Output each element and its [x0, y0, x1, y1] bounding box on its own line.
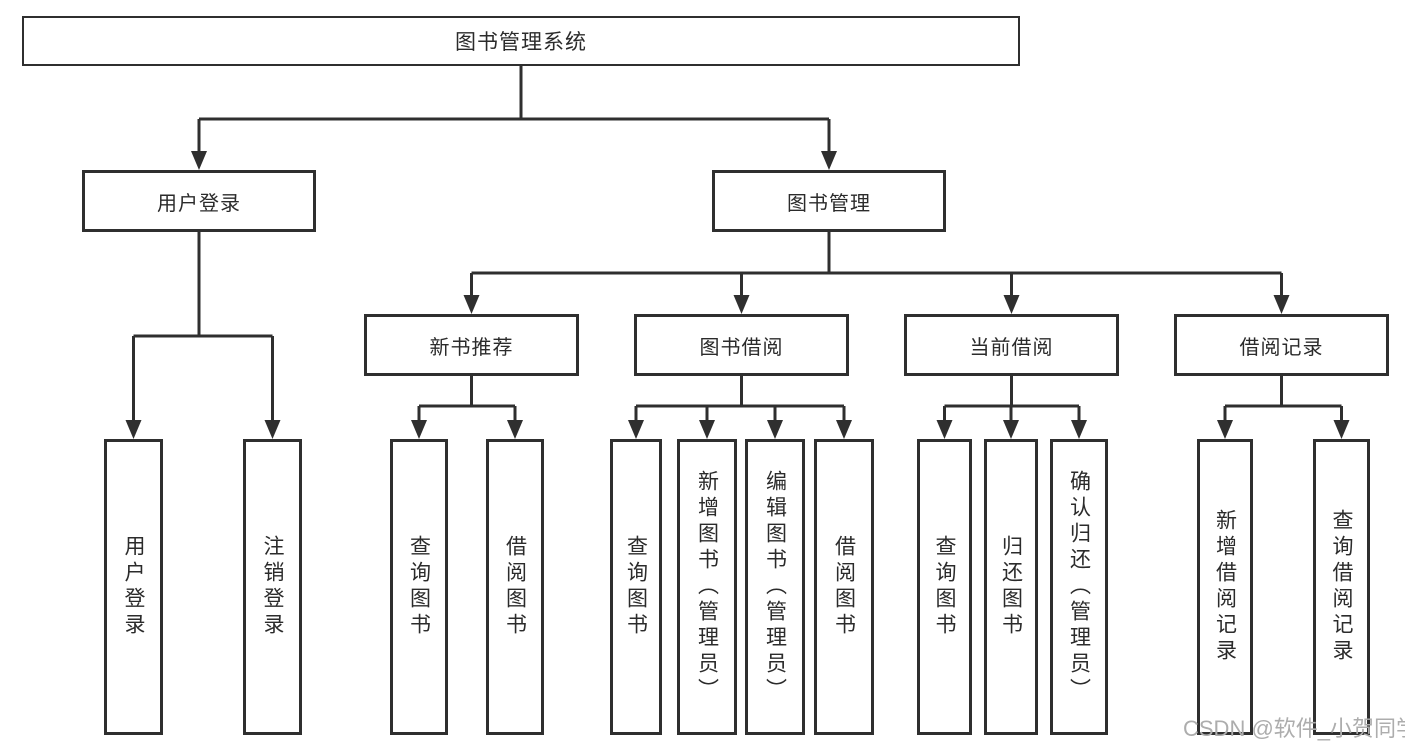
node-leaf-query-books-current: 查询图书: [917, 439, 972, 735]
node-book-management: 图书管理: [712, 170, 946, 232]
node-borrowing-records: 借阅记录: [1174, 314, 1389, 376]
node-leaf-query-borrow-record: 查询借阅记录: [1313, 439, 1370, 735]
node-leaf-confirm-return-admin: 确认归还（管理员）: [1050, 439, 1108, 735]
leaf-label: 归还图书: [999, 535, 1023, 639]
node-leaf-edit-book-admin: 编辑图书（管理员）: [745, 439, 805, 735]
leaf-label: 借阅图书: [503, 535, 527, 639]
leaf-label: 新增图书（管理员）: [695, 470, 719, 704]
leaf-label: 确认归还（管理员）: [1067, 470, 1091, 704]
leaf-label: 注销登录: [261, 535, 284, 639]
node-leaf-return-book: 归还图书: [984, 439, 1038, 735]
node-leaf-add-book-admin: 新增图书（管理员）: [677, 439, 737, 735]
leaf-label: 用户登录: [122, 535, 145, 639]
arrow-down-icons: [125, 151, 1350, 439]
leaf-label: 编辑图书（管理员）: [763, 470, 787, 704]
node-leaf-borrow-books-recommend: 借阅图书: [486, 439, 544, 735]
node-leaf-logout: 注销登录: [243, 439, 302, 735]
node-leaf-user-login: 用户登录: [104, 439, 163, 735]
leaf-label: 查询图书: [407, 535, 431, 639]
leaf-label: 新增借阅记录: [1213, 509, 1237, 665]
node-current-borrowing: 当前借阅: [904, 314, 1119, 376]
leaf-label: 借阅图书: [832, 535, 856, 639]
leaf-label: 查询图书: [624, 535, 648, 639]
node-library-system: 图书管理系统: [22, 16, 1020, 66]
node-leaf-query-books-borrow: 查询图书: [610, 439, 662, 735]
node-leaf-query-books-recommend: 查询图书: [390, 439, 448, 735]
leaf-label: 查询借阅记录: [1330, 509, 1353, 665]
node-leaf-borrow-books: 借阅图书: [814, 439, 874, 735]
node-new-book-recommend: 新书推荐: [364, 314, 579, 376]
connector-path: [132, 66, 1343, 424]
node-leaf-add-borrow-record: 新增借阅记录: [1197, 439, 1253, 735]
watermark-text: CSDN @软件_小贺同学: [1183, 716, 1405, 741]
leaf-label: 查询图书: [933, 535, 956, 639]
node-user-login: 用户登录: [82, 170, 316, 232]
node-book-borrowing: 图书借阅: [634, 314, 849, 376]
